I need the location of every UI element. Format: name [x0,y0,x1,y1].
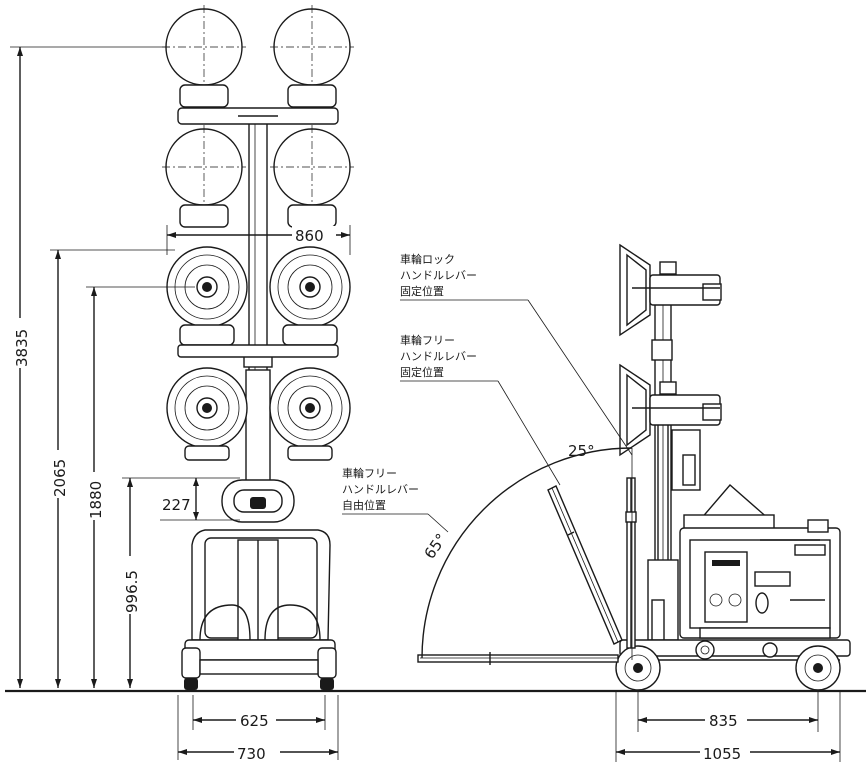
front-view [162,5,354,690]
side-view [417,243,851,691]
lamp-row-3 [166,246,351,346]
angle-lower: 65° [421,530,451,562]
lamp-row-2 [162,125,354,228]
note-free-fixed-line-1: 車輪フリー [400,333,455,347]
rear-wheel [795,645,841,691]
dim-handle-offset: 227 [162,496,191,514]
side-notes: 車輪ロック ハンドルレバー 固定位置 車輪フリー ハンドルレバー 固定位置 車輪… [342,252,633,562]
dim-wheelbase: 835 [709,712,738,730]
lamp-row-1 [162,5,354,108]
front-wheel [615,645,661,691]
dim-overall-length: 1055 [703,745,741,763]
side-dimensions: 835 1055 [615,692,841,763]
dim-lamp-width: 860 [295,227,324,245]
note-lock-line-3: 固定位置 [400,284,444,298]
note-lock-line-2: ハンドルレバー [400,269,477,282]
dim-lamp-center-height: 1880 [87,481,105,519]
note-free-line-2: ハンドルレバー [342,483,419,496]
dim-outer-width: 730 [237,745,266,763]
note-free-fixed-line-2: ハンドルレバー [400,350,477,363]
dim-total-height: 3835 [13,329,31,367]
note-free-line-3: 自由位置 [342,498,386,512]
dim-lower-lamp-height: 2065 [51,459,69,497]
front-dimensions: 3835 2065 1880 996.5 227 [9,46,351,763]
dim-inner-width: 625 [240,712,269,730]
dim-handle-height: 996.5 [123,570,141,613]
note-free-fixed-line-3: 固定位置 [400,365,444,379]
note-free-line-1: 車輪フリー [342,466,397,480]
note-lock-line-1: 車輪ロック [400,252,455,266]
lamp-row-4 [166,367,351,461]
angle-upper: 25° [568,442,595,460]
